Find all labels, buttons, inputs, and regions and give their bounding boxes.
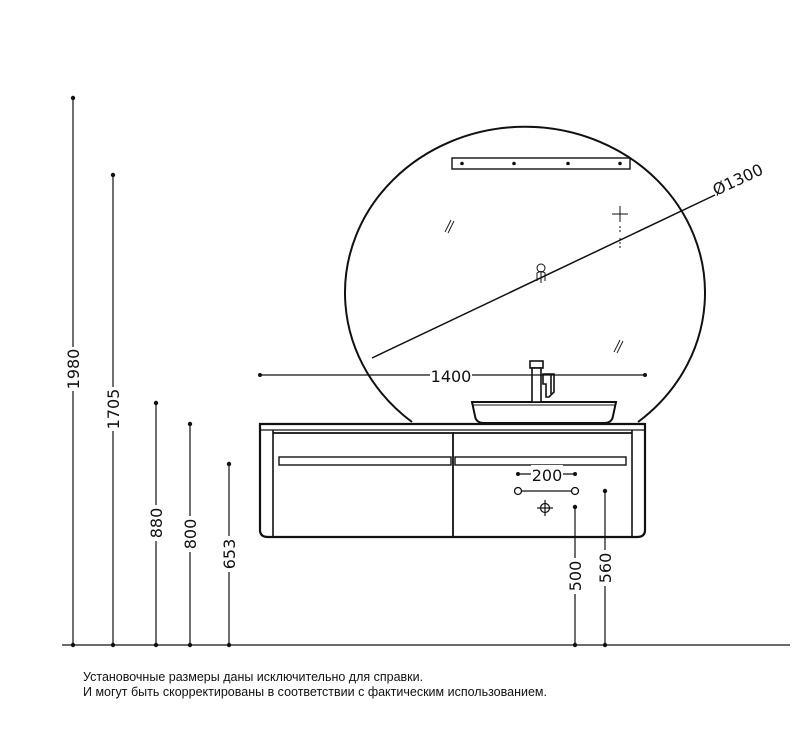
mirror-diameter-label: Ø1300 (710, 160, 766, 200)
water-supply-points (513, 486, 580, 496)
vessel-basin (470, 401, 618, 424)
vanity-cabinet (258, 422, 647, 539)
drawer-handle-right (454, 456, 627, 466)
dim-mirror-top-height: 1705 (104, 172, 123, 648)
dim-total-height: 1980 (64, 95, 83, 648)
mirror-light-bar (451, 157, 631, 170)
disclaimer-line-2: И могут быть скорректированы в соответст… (83, 685, 547, 699)
round-mirror: Ø1300 (344, 125, 766, 423)
drain-height-label: 500 (566, 561, 585, 592)
faucet-icon (529, 360, 555, 403)
basin-top-height-label: 800 (181, 519, 200, 550)
dim-basin-top-height: 800 (181, 421, 200, 648)
cabinet-top-height-label: 653 (220, 539, 239, 570)
diameter-line (371, 194, 716, 359)
dim-supply-height: 560 (596, 488, 615, 648)
disclaimer-line-1: Установочные размеры даны исключительно … (83, 670, 424, 684)
counter-height-label: 880 (147, 508, 166, 539)
drain-point-icon (537, 500, 553, 516)
mirror-glare-icon (444, 219, 624, 354)
dim-cabinet-top-height: 653 (220, 461, 239, 648)
dim-drain-height: 500 (566, 504, 585, 648)
supply-height-label: 560 (596, 553, 615, 584)
touch-sensor-icon (536, 263, 546, 283)
cabinet-width-label: 1400 (431, 367, 472, 386)
dim-counter-height: 880 (147, 400, 166, 648)
mirror-top-height-label: 1705 (104, 389, 123, 430)
mirror-center-mark-icon (612, 206, 628, 248)
dim-supply-spacing: 200 (516, 465, 577, 485)
supply-spacing-label: 200 (532, 466, 563, 485)
drawer-handle-left (278, 456, 452, 466)
dim-cabinet-width: 1400 (258, 366, 647, 386)
total-height-label: 1980 (64, 349, 83, 390)
